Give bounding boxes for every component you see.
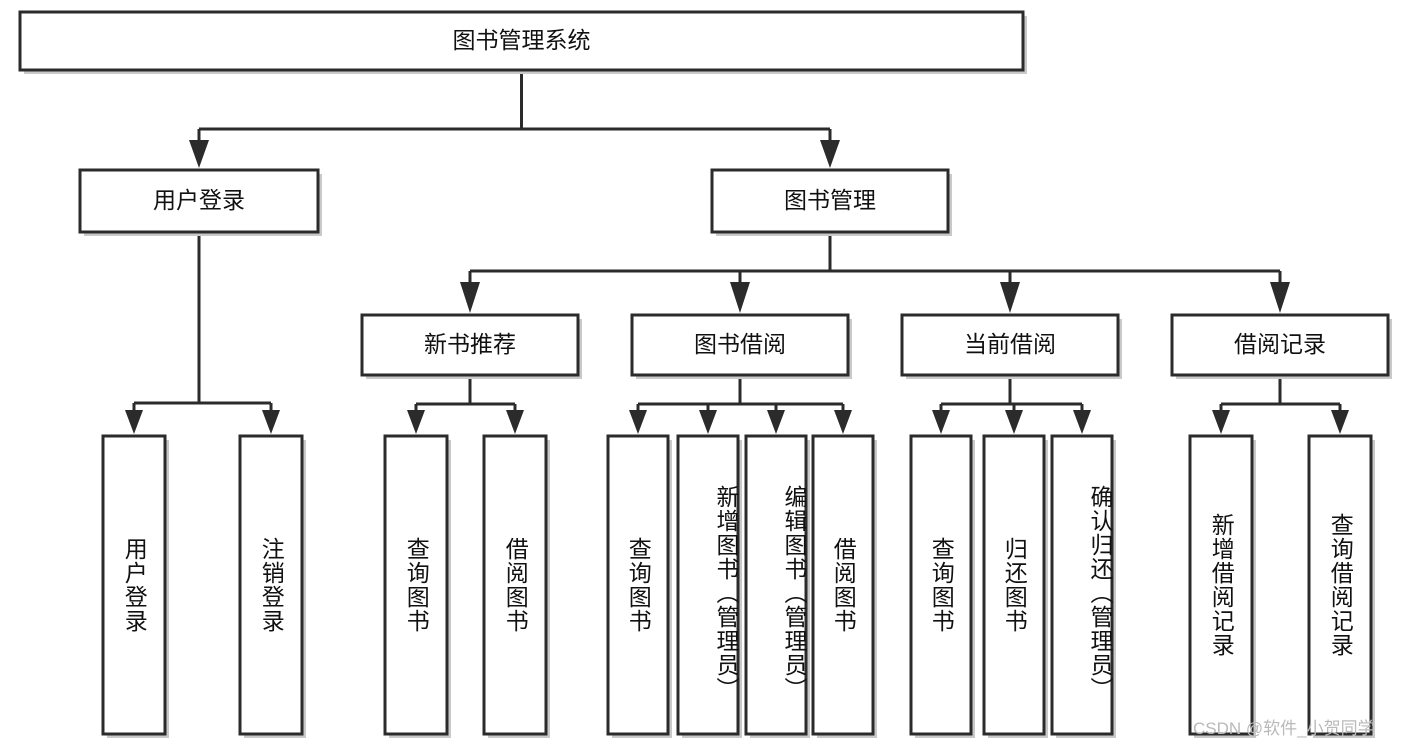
arrowhead-leaf-borrow-book (834, 410, 852, 434)
arrowhead-user-login (189, 140, 209, 168)
arrowhead-leaf-add-book (699, 410, 717, 434)
book-borrow-node-label: 图书借阅 (694, 331, 786, 357)
borrow-record-node-box[interactable] (1170, 313, 1390, 377)
arrowhead-leaf-query-book-borrow (629, 410, 647, 434)
book-borrow-node-box[interactable] (630, 313, 850, 377)
book-manage-node-label: 图书管理 (784, 187, 876, 213)
nodes-group: 图书管理系统 用户登录 图书管理 新书推荐 图书借阅 当前借阅 借阅记录 (18, 10, 1392, 738)
arrowhead-borrow-record (1270, 282, 1290, 313)
arrowhead-book-manage (820, 140, 840, 168)
arrowhead-leaf-confirm-return (1073, 410, 1091, 434)
arrowhead-leaf-borrow-book-recommend (506, 410, 524, 434)
current-borrow-node-label: 当前借阅 (964, 331, 1056, 357)
leaf-query-borrow-record-box[interactable] (1307, 434, 1373, 736)
root-node-box[interactable] (18, 10, 1025, 72)
leaf-boxes-group (101, 434, 1375, 738)
arrowhead-leaf-edit-book (767, 410, 785, 434)
arrowhead-book-borrow (730, 282, 750, 313)
arrowhead-leaf-return-book (1005, 410, 1023, 434)
arrowhead-leaf-query-book-current (932, 410, 950, 434)
leaf-add-borrow-record-box[interactable] (1188, 434, 1254, 736)
leaf-query-book-recommend-box[interactable] (383, 434, 449, 736)
user-login-node-box[interactable] (78, 168, 320, 234)
new-book-recommend-node-box[interactable] (360, 313, 580, 377)
leaf-query-book-borrow-box[interactable] (606, 434, 670, 736)
leaf-edit-book-box[interactable] (744, 434, 808, 736)
csdn-watermark: CSDN @软件_小贺同学 (1193, 719, 1375, 738)
leaf-borrow-book-recommend-box[interactable] (482, 434, 548, 736)
leaf-confirm-return-box[interactable] (1050, 434, 1114, 736)
arrowhead-leaf-add-borrow-record (1212, 410, 1230, 434)
leaf-add-book-box[interactable] (676, 434, 740, 736)
new-book-recommend-node-label: 新书推荐 (424, 331, 516, 357)
leaf-return-book-box[interactable] (982, 434, 1046, 736)
borrow-record-node-label: 借阅记录 (1234, 331, 1326, 357)
root-node-label: 图书管理系统 (453, 27, 591, 53)
arrowhead-current-borrow (1000, 282, 1020, 313)
arrowhead-leaf-user-login (125, 410, 143, 434)
leaf-query-book-current-box[interactable] (909, 434, 973, 736)
arrowhead-leaf-query-book-recommend (407, 410, 425, 434)
book-manage-node-box[interactable] (710, 168, 950, 234)
arrowhead-leaf-user-logout (262, 410, 280, 434)
connectors-group (125, 70, 1349, 434)
leaf-borrow-book-box[interactable] (811, 434, 875, 736)
leaf-user-logout-box[interactable] (238, 434, 304, 736)
user-login-node-label: 用户登录 (153, 187, 245, 213)
arrowhead-leaf-query-borrow-record (1331, 410, 1349, 434)
current-borrow-node-box[interactable] (900, 313, 1120, 377)
arrowhead-new-book-recommend (460, 282, 480, 313)
leaf-user-login-box[interactable] (101, 434, 167, 736)
